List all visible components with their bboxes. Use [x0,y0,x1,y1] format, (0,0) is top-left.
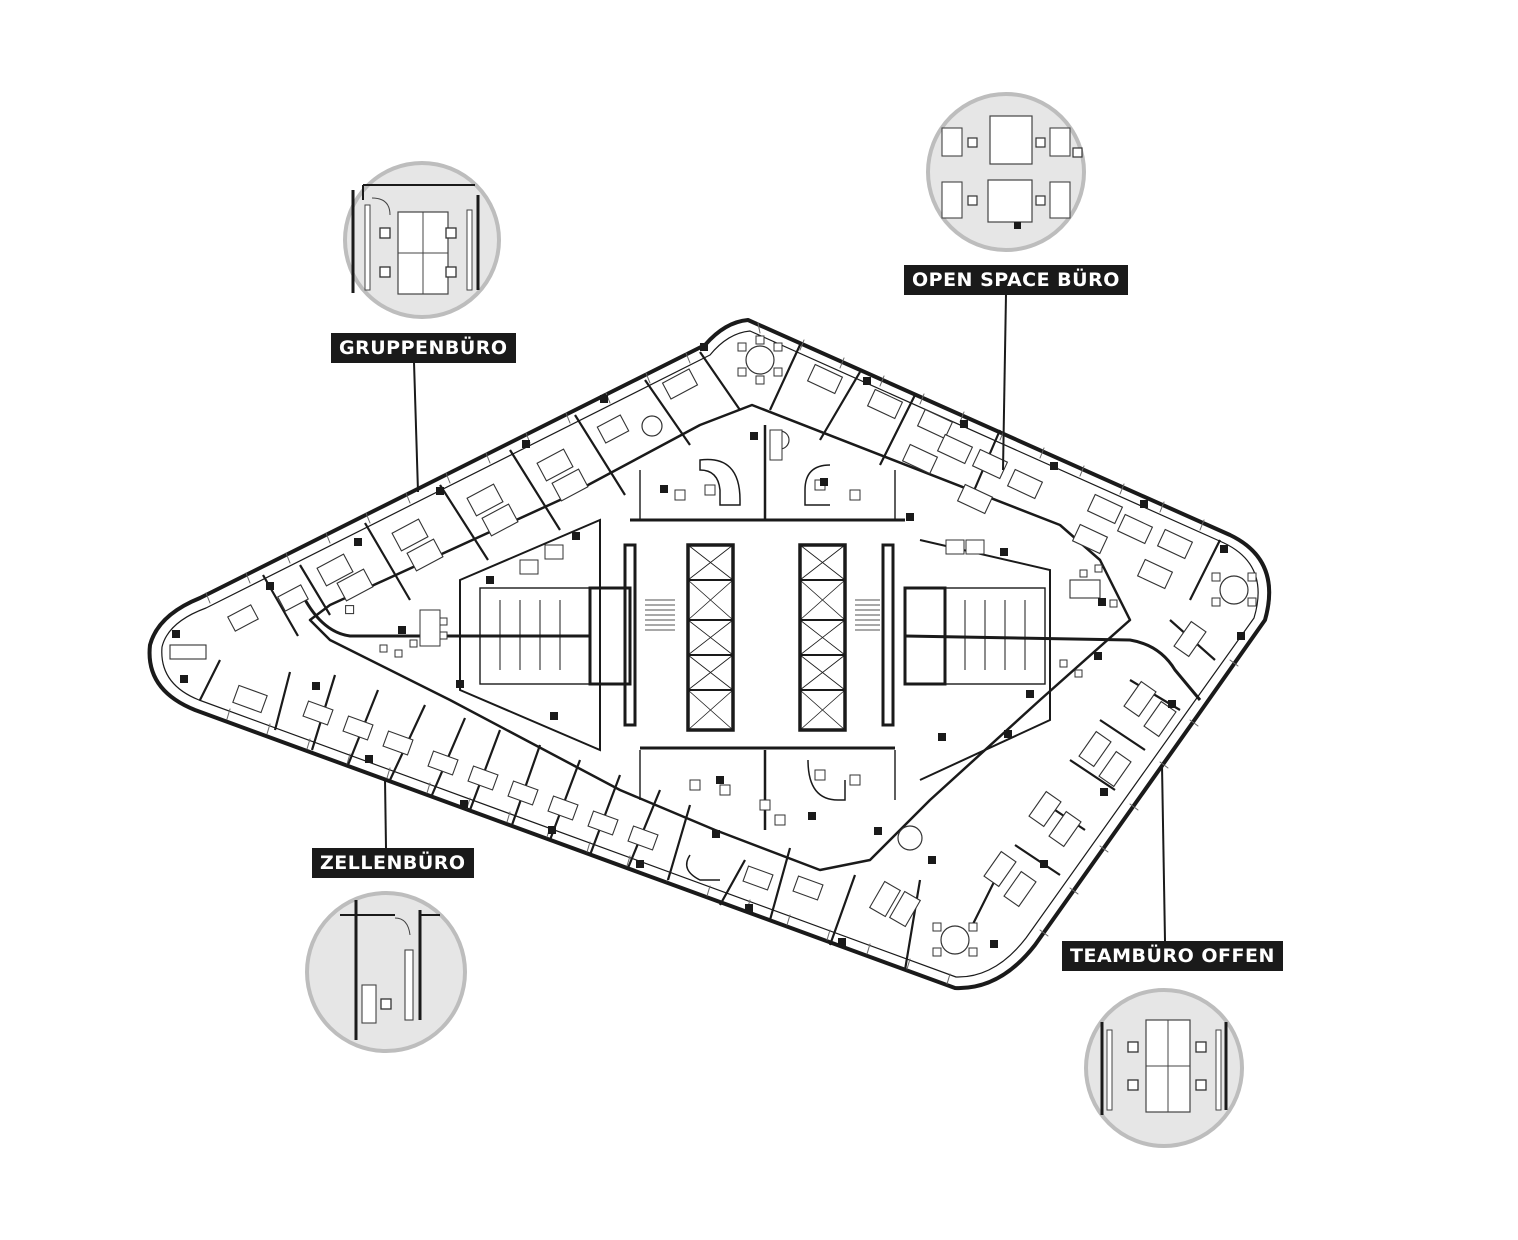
detail-circle-open-space-buero [926,92,1086,252]
label-open-space-buero: OPEN SPACE BÜRO [904,265,1128,295]
structural-columns [172,343,1245,948]
detail-circle-gruppenbuero [343,161,501,319]
callout-lines [384,293,1166,942]
label-gruppenbuero: GRUPPENBÜRO [331,333,516,363]
detail-circle-teambuero-offen [1084,988,1244,1148]
detail-circle-zellenbuero [305,891,467,1053]
furniture [169,335,1257,957]
label-teambuero-offen: TEAMBÜRO OFFEN [1062,941,1283,971]
label-zellenbuero: ZELLENBÜRO [312,848,474,878]
central-core [459,425,1051,881]
building-outline [147,318,1272,991]
